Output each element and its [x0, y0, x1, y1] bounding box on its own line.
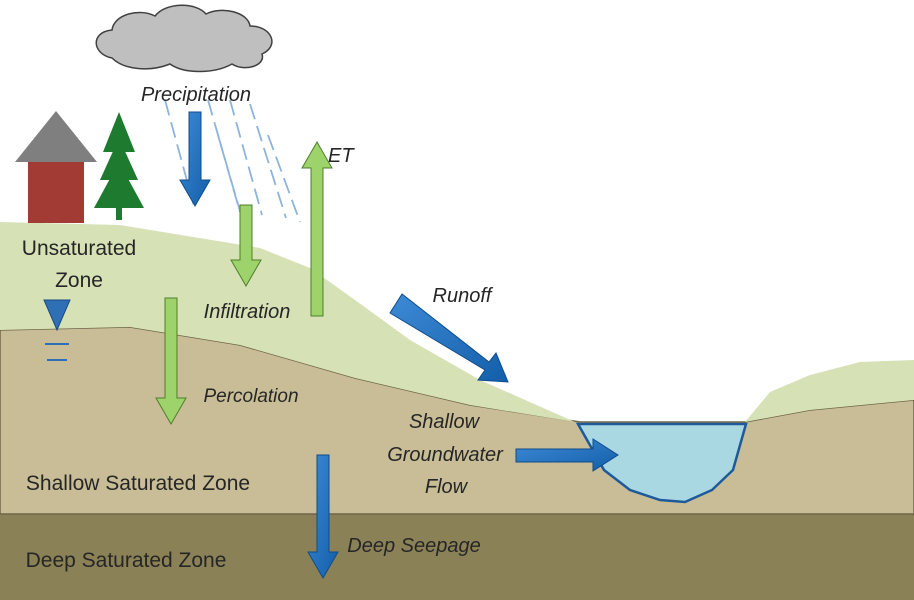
shallow-saturated-zone-label: Shallow Saturated Zone: [26, 472, 250, 495]
infiltration-label: Infiltration: [204, 301, 291, 323]
rain-streaks: [164, 99, 301, 226]
deep-saturated-zone-layer: [0, 514, 914, 600]
stream-water: [575, 422, 748, 504]
precipitation-arrow: [179, 111, 211, 208]
unsaturated-zone-label-line2: Zone: [55, 269, 103, 292]
water-table-icon: [43, 299, 71, 361]
runoff-label: Runoff: [433, 285, 494, 307]
runoff-arrow: [389, 293, 509, 383]
shallow-groundwater-flow-label-line1: Shallow: [409, 411, 481, 433]
unsaturated-zone-layer: [0, 222, 575, 422]
deep-saturated-zone-label: Deep Saturated Zone: [26, 549, 227, 572]
tree-icon: [94, 112, 144, 220]
deep-seepage-arrow: [307, 454, 339, 580]
precipitation-label: Precipitation: [141, 84, 251, 106]
et-label: ET: [328, 145, 355, 167]
infiltration-arrow: [230, 204, 262, 288]
percolation-label: Percolation: [203, 386, 298, 407]
shallow-groundwater-flow-label-line3: Flow: [425, 476, 469, 498]
house-icon: [15, 111, 97, 223]
percolation-arrow: [155, 297, 187, 426]
unsaturated-zone-right-bank: [745, 360, 914, 422]
cloud-icon: [95, 4, 273, 73]
shallow-groundwater-flow-label-line2: Groundwater: [387, 444, 504, 466]
unsaturated-zone-label-line1: Unsaturated: [22, 237, 136, 260]
deep-seepage-label: Deep Seepage: [347, 535, 480, 557]
shallow-groundwater-flow-arrow: [515, 438, 619, 472]
et-arrow: [301, 140, 333, 317]
